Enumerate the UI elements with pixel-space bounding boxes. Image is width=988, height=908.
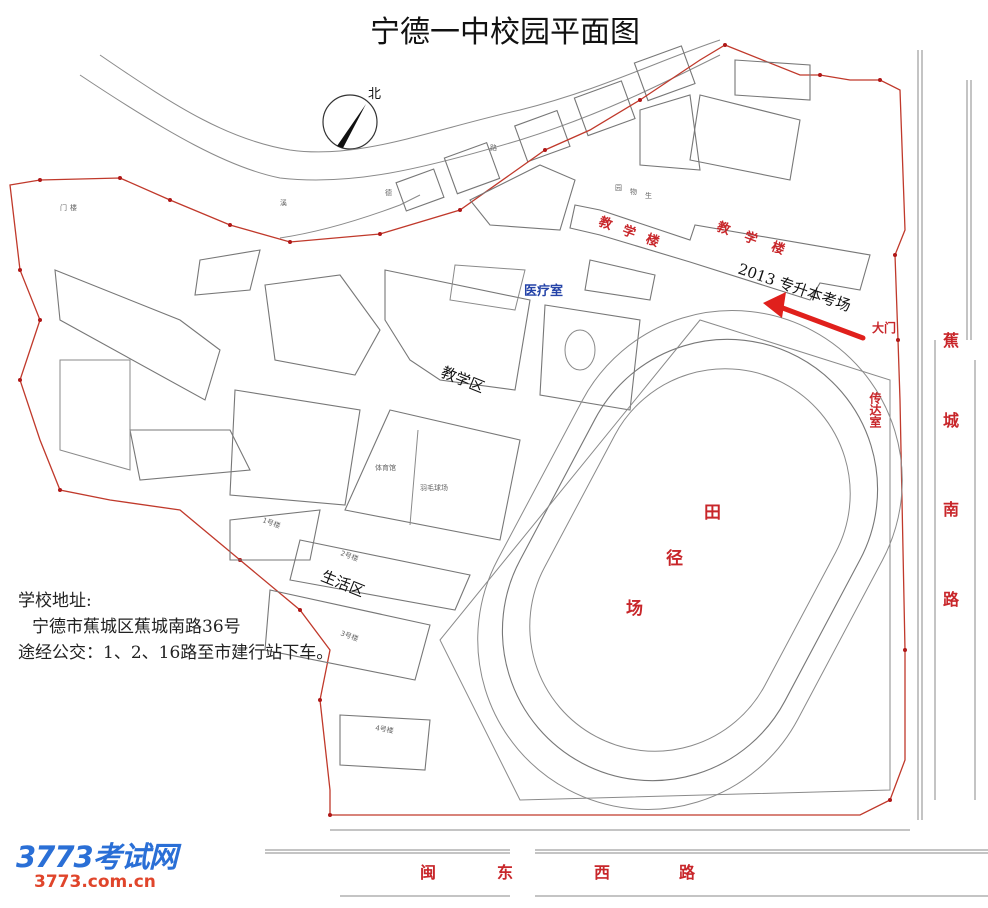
campus-boundary: [9, 43, 907, 817]
east-road-label-3: 南: [943, 500, 959, 519]
label-gym-1: 体育馆: [375, 463, 396, 472]
main-gate-label: 大门: [872, 320, 896, 335]
label-road-de: 德: [385, 188, 392, 197]
label-main-gate-1: 大门: [872, 320, 896, 335]
compass-north-label: 北: [368, 87, 381, 102]
address-line: 宁德市蕉城区蕉城南路36号: [32, 617, 241, 637]
school-address: 学校地址: 宁德市蕉城区蕉城南路36号 途经公交：1、2、16路至市建行站下车。: [18, 588, 333, 666]
south-road-label-3: 西: [594, 863, 610, 882]
east-road-label-1: 蕉: [943, 331, 959, 350]
label-road-lu: 路: [490, 143, 497, 152]
label-exam-site: 2013 专升本考场: [736, 260, 853, 315]
watermark-sub: 3773.com.cn: [34, 872, 156, 892]
label-clinic: 医疗室: [524, 283, 563, 299]
watermark-main: 3773考试网: [16, 840, 178, 874]
north-arrow-icon: [337, 104, 366, 148]
track-outer: [501, 338, 879, 782]
label-gate-small: 门: [60, 203, 67, 212]
compass: 北: [322, 87, 381, 150]
track-field-label-1: 田: [704, 503, 721, 523]
track-field-label-2: 径: [666, 548, 683, 569]
north-road: [79, 39, 721, 239]
watermark-logo: 3773考试网 3773.com.cn: [16, 840, 178, 892]
map-title: 宁德一中校园平面图: [370, 15, 640, 50]
label-building-4: 4号楼: [375, 723, 395, 735]
compass-circle: [322, 94, 378, 150]
label-gym-2: 羽毛球场: [420, 483, 448, 492]
label-teaching-zone: 教学区: [439, 363, 487, 397]
address-heading: 学校地址:: [18, 591, 92, 611]
label-garden: 园: [615, 184, 622, 192]
south-road: [265, 829, 988, 897]
label-building-1: 1号楼: [261, 515, 281, 530]
label-biology-2: 生: [645, 191, 652, 200]
track-field: [477, 310, 903, 810]
bus-info: 途经公交：1、2、16路至市建行站下车。: [18, 643, 334, 663]
exam-site-arrow-icon: [763, 292, 866, 341]
east-road-label-4: 路: [943, 590, 960, 609]
label-teaching-building-1: 教学楼: [596, 213, 673, 254]
track-field-label-3: 场: [626, 599, 643, 619]
east-road-label-2: 城: [943, 411, 959, 430]
south-road-label-1: 闽: [420, 863, 436, 882]
south-road-label-4: 路: [679, 863, 696, 882]
field-boundary: [439, 319, 891, 801]
label-lou-small: 楼: [70, 203, 77, 212]
south-road-label-2: 东: [497, 863, 513, 882]
track-inner: [529, 368, 851, 752]
buildings: [54, 59, 871, 771]
label-building-3: 3号楼: [339, 628, 359, 643]
label-road-xi: 溪: [280, 198, 287, 207]
label-guard-room: 传达室: [868, 391, 882, 429]
label-biology: 物: [630, 187, 637, 196]
east-road: [917, 50, 976, 820]
